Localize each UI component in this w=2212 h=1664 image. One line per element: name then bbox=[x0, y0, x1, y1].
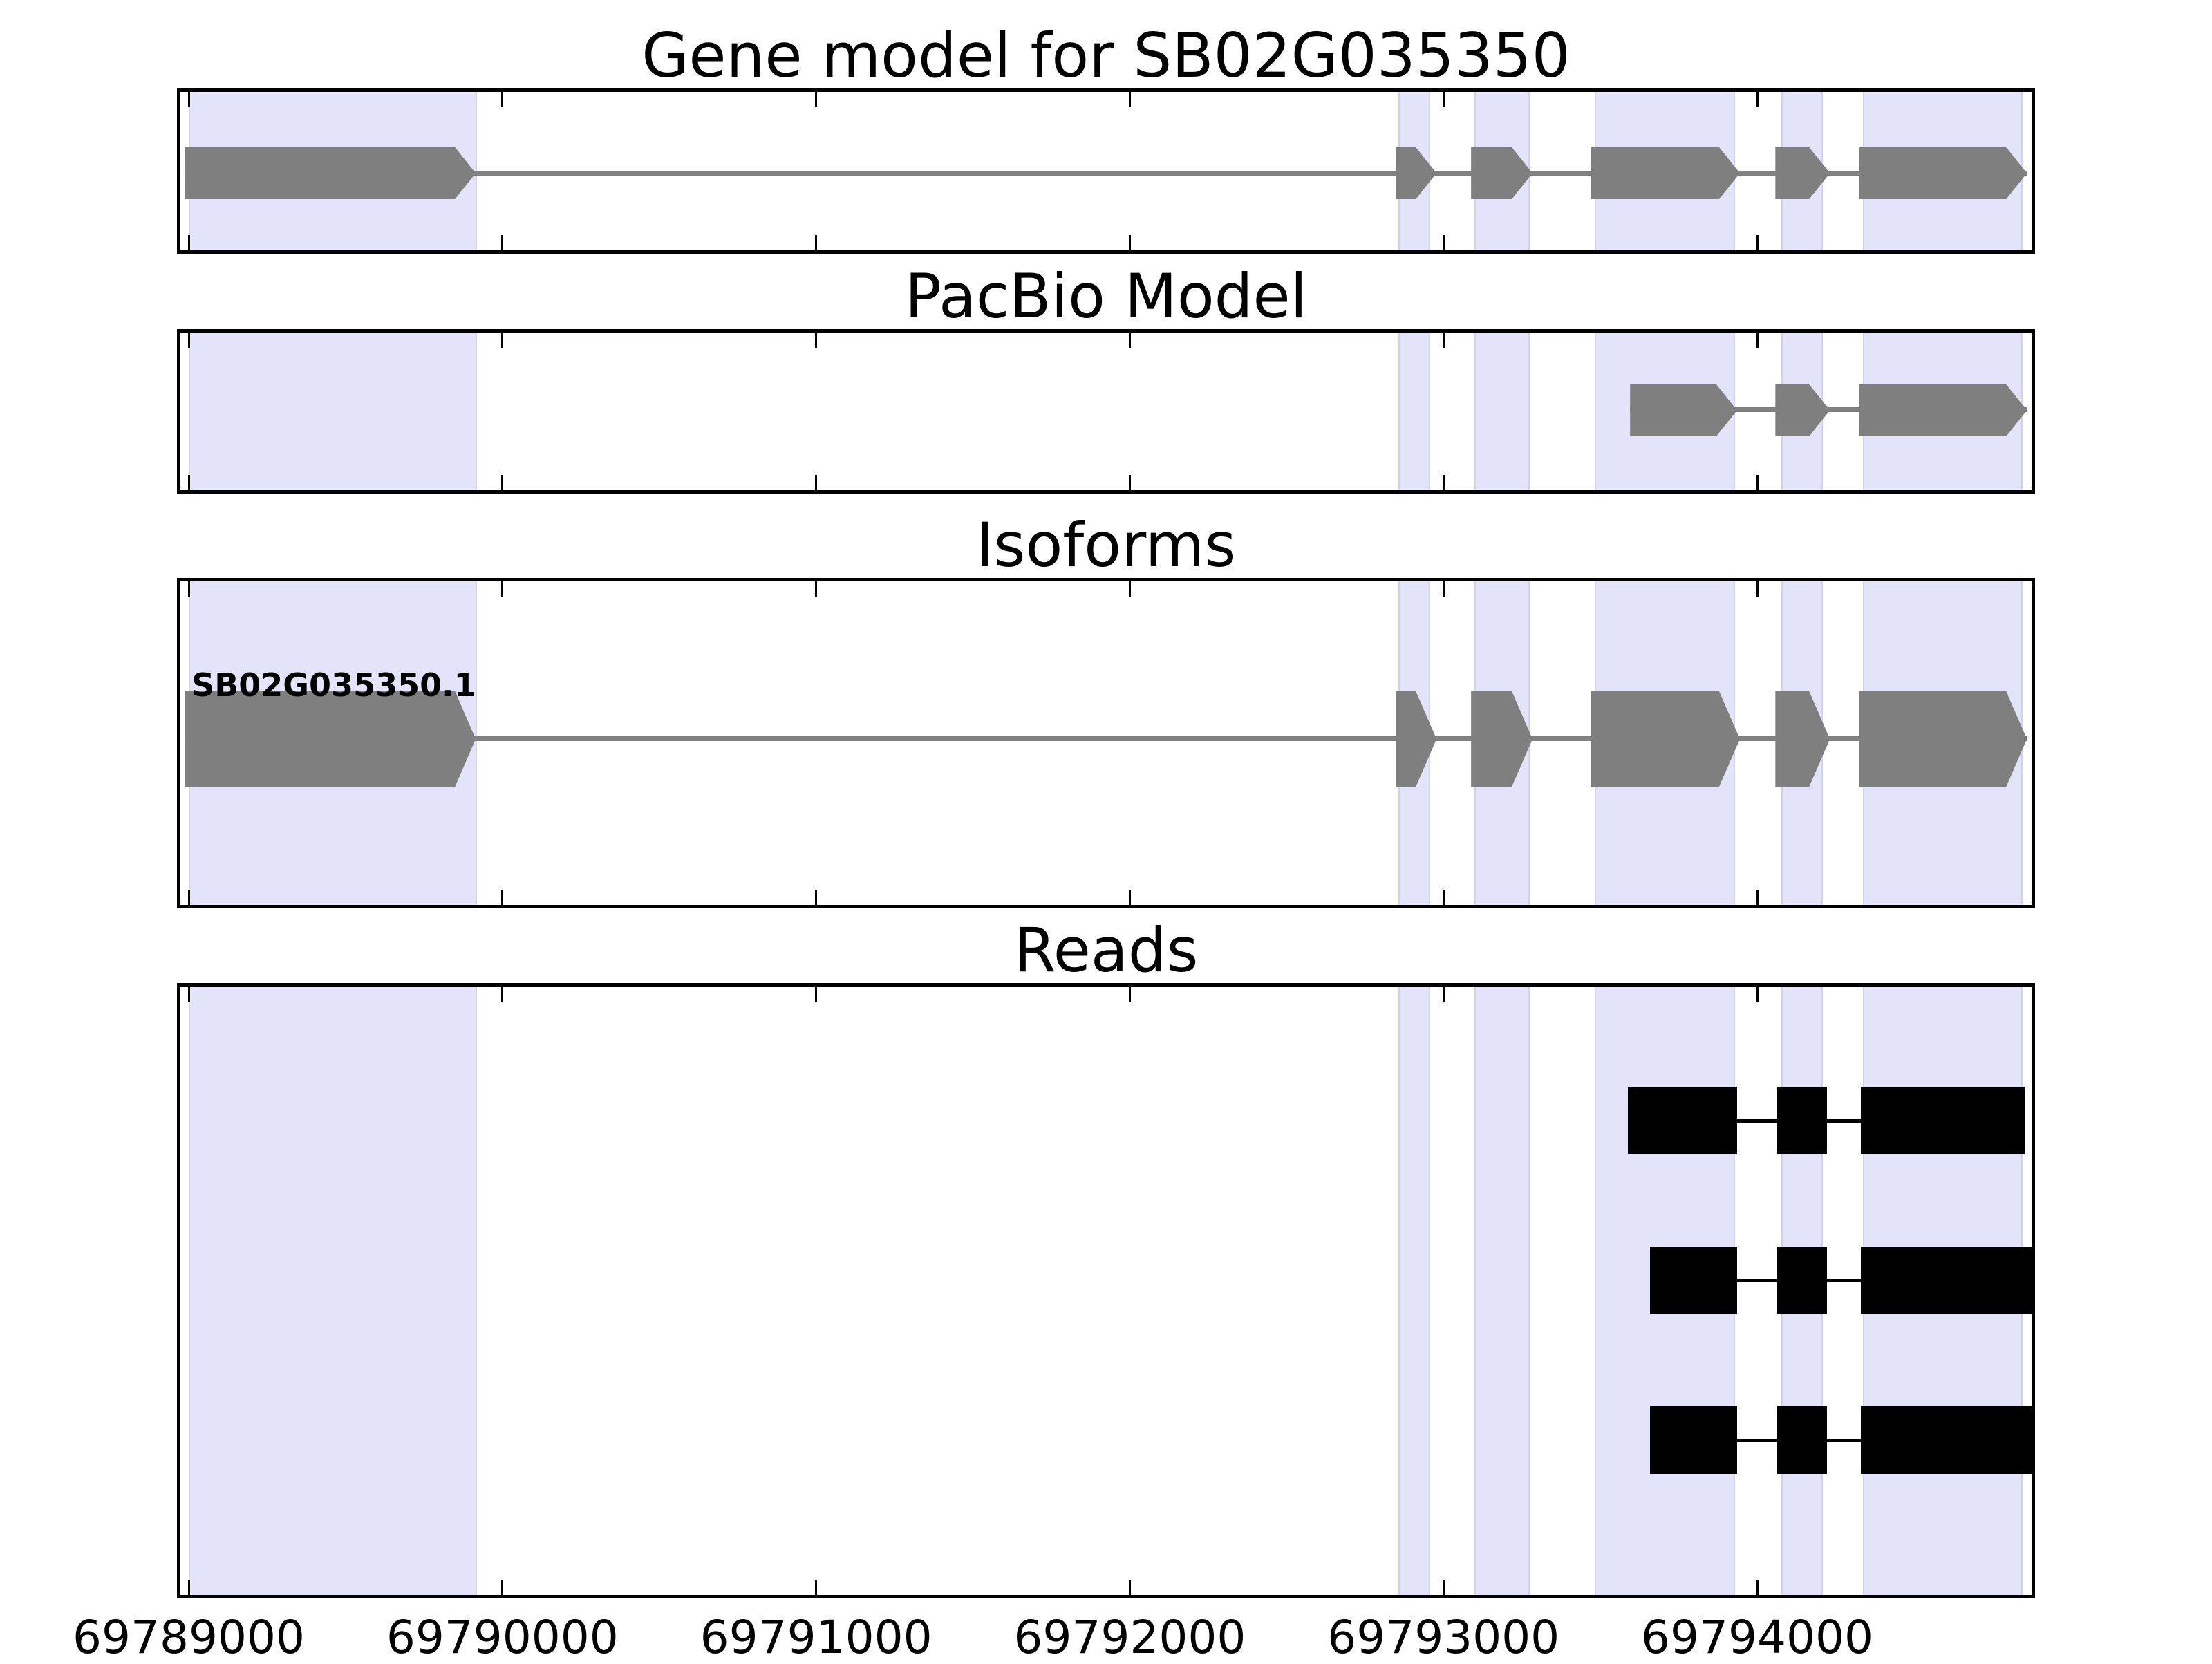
exon-highlight-band bbox=[1398, 987, 1431, 1595]
axis-tick-mark bbox=[1756, 333, 1759, 348]
axis-tick-mark bbox=[1756, 92, 1759, 107]
axis-tick-mark bbox=[501, 92, 504, 107]
axis-tick-mark bbox=[815, 235, 818, 250]
axis-tick-mark bbox=[187, 92, 190, 107]
axis-tick-mark bbox=[501, 1580, 504, 1595]
exon-arrow bbox=[1591, 691, 1740, 787]
exon-arrow bbox=[1591, 147, 1740, 199]
isoforms-plot-area: SB02G035350.1 bbox=[180, 581, 2032, 905]
x-axis-tick-label: 69789000 bbox=[73, 1611, 305, 1664]
axis-tick-mark bbox=[815, 581, 818, 597]
axis-tick-mark bbox=[187, 890, 190, 905]
axis-tick-mark bbox=[1128, 92, 1131, 107]
axis-tick-mark bbox=[501, 235, 504, 250]
axis-tick-mark bbox=[815, 333, 818, 348]
axis-tick-mark bbox=[187, 475, 190, 490]
exon-arrow bbox=[1396, 147, 1436, 199]
x-axis-tick-label: 69790000 bbox=[386, 1611, 619, 1664]
x-axis-tick-label: 69794000 bbox=[1641, 1611, 1873, 1664]
axis-tick-mark bbox=[1128, 890, 1131, 905]
exon-arrow bbox=[185, 691, 476, 787]
axis-tick-mark bbox=[1756, 581, 1759, 597]
x-axis-tick-label: 69792000 bbox=[1013, 1611, 1246, 1664]
axis-tick-mark bbox=[1128, 475, 1131, 490]
axis-tick-mark bbox=[1128, 235, 1131, 250]
exon-arrow bbox=[1859, 384, 2027, 436]
exon-arrow bbox=[1859, 691, 2027, 787]
reads-panel-title: Reads bbox=[1013, 915, 1199, 986]
axis-tick-mark bbox=[1442, 890, 1445, 905]
axis-tick-mark bbox=[815, 92, 818, 107]
exon-arrow bbox=[185, 147, 476, 199]
axis-tick-mark bbox=[1442, 987, 1445, 1002]
axis-tick-mark bbox=[1128, 987, 1131, 1002]
gene-model-plot-area bbox=[180, 92, 2032, 250]
x-axis-tick-label: 69793000 bbox=[1327, 1611, 1560, 1664]
axis-tick-mark bbox=[501, 475, 504, 490]
panel-reads bbox=[177, 983, 2035, 1598]
exon-arrow bbox=[1396, 691, 1436, 787]
axis-tick-mark bbox=[1442, 92, 1445, 107]
axis-tick-mark bbox=[501, 581, 504, 597]
panel-gene-model bbox=[177, 88, 2035, 254]
axis-tick-mark bbox=[1442, 581, 1445, 597]
axis-tick-mark bbox=[1128, 333, 1131, 348]
read-exon-block bbox=[1777, 1247, 1828, 1314]
exon-highlight-band bbox=[189, 987, 478, 1595]
axis-tick-mark bbox=[187, 1580, 190, 1595]
axis-tick-mark bbox=[1756, 1580, 1759, 1595]
intron-line bbox=[185, 736, 2027, 741]
axis-tick-mark bbox=[1442, 1580, 1445, 1595]
read-exon-block bbox=[1777, 1406, 1828, 1474]
pacbio-panel-title: PacBio Model bbox=[904, 261, 1308, 332]
axis-tick-mark bbox=[1442, 333, 1445, 348]
axis-tick-mark bbox=[1442, 235, 1445, 250]
read-exon-block bbox=[1650, 1247, 1737, 1314]
figure-title: Gene model for SB02G035350 bbox=[641, 20, 1571, 91]
exon-highlight-band bbox=[1398, 333, 1431, 490]
read-exon-block bbox=[1628, 1087, 1737, 1154]
isoforms-panel-title: Isoforms bbox=[975, 510, 1237, 581]
reads-plot-area bbox=[180, 987, 2032, 1595]
read-exon-block bbox=[1861, 1087, 2025, 1154]
intron-line bbox=[185, 171, 2027, 176]
axis-tick-mark bbox=[1128, 581, 1131, 597]
axis-tick-mark bbox=[187, 333, 190, 348]
axis-tick-mark bbox=[501, 890, 504, 905]
axis-tick-mark bbox=[1756, 987, 1759, 1002]
exon-highlight-band bbox=[1474, 987, 1530, 1595]
panel-pacbio-model bbox=[177, 329, 2035, 494]
read-exon-block bbox=[1777, 1087, 1828, 1154]
axis-tick-mark bbox=[815, 475, 818, 490]
exon-highlight-band bbox=[1474, 333, 1530, 490]
exon-highlight-band bbox=[189, 333, 478, 490]
exon-arrow bbox=[1859, 147, 2027, 199]
read-exon-block bbox=[1861, 1247, 2032, 1314]
axis-tick-mark bbox=[1756, 890, 1759, 905]
read-exon-block bbox=[1861, 1406, 2032, 1474]
axis-tick-mark bbox=[1756, 475, 1759, 490]
axis-tick-mark bbox=[501, 987, 504, 1002]
axis-tick-mark bbox=[815, 890, 818, 905]
read-connector-line bbox=[1650, 1439, 2032, 1442]
x-axis-tick-label: 69791000 bbox=[700, 1611, 932, 1664]
axis-tick-mark bbox=[1756, 235, 1759, 250]
panel-isoforms: SB02G035350.1 bbox=[177, 578, 2035, 908]
axis-tick-mark bbox=[187, 581, 190, 597]
exon-arrow bbox=[1630, 384, 1737, 436]
axis-tick-mark bbox=[187, 235, 190, 250]
read-exon-block bbox=[1650, 1406, 1737, 1474]
pacbio-plot-area bbox=[180, 333, 2032, 490]
read-connector-line bbox=[1650, 1279, 2032, 1282]
axis-tick-mark bbox=[815, 987, 818, 1002]
axis-tick-mark bbox=[1442, 475, 1445, 490]
axis-tick-mark bbox=[1128, 1580, 1131, 1595]
isoform-label: SB02G035350.1 bbox=[191, 666, 476, 704]
axis-tick-mark bbox=[815, 1580, 818, 1595]
axis-tick-mark bbox=[501, 333, 504, 348]
axis-tick-mark bbox=[187, 987, 190, 1002]
